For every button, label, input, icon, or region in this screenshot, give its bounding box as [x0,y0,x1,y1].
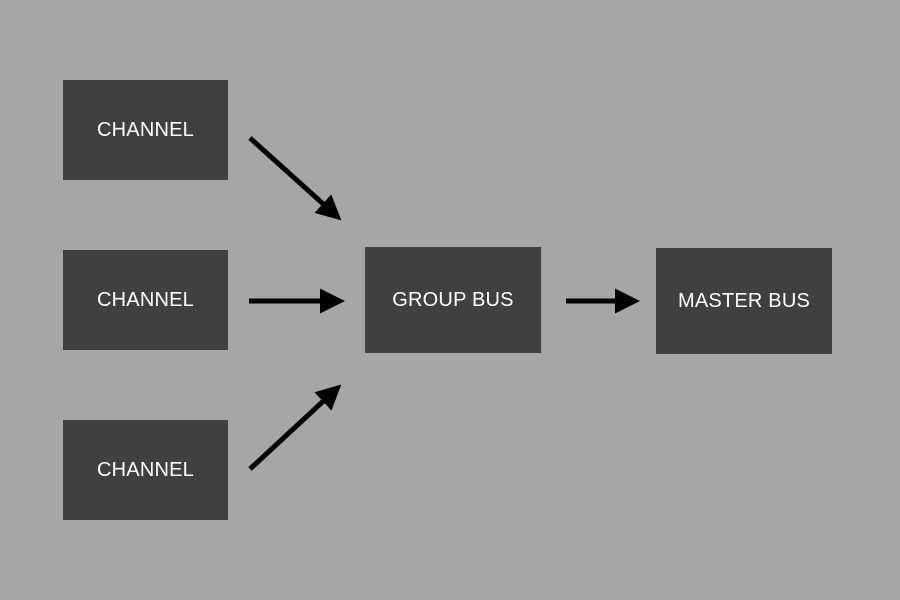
channel-node-3-label: CHANNEL [97,458,194,481]
arrow-channel-3-to-group [248,384,342,471]
group-bus-label: GROUP BUS [392,288,514,311]
channel-node-1: CHANNEL [63,80,228,180]
channel-node-2: CHANNEL [63,250,228,350]
master-bus-label: MASTER BUS [677,289,811,312]
group-bus-node: GROUP BUS [365,247,541,353]
master-bus-node: MASTER BUS [656,248,832,354]
channel-node-1-label: CHANNEL [97,118,194,141]
arrow-channel-1-to-group [248,136,342,221]
channel-node-2-label: CHANNEL [97,288,194,311]
channel-node-3: CHANNEL [63,420,228,520]
